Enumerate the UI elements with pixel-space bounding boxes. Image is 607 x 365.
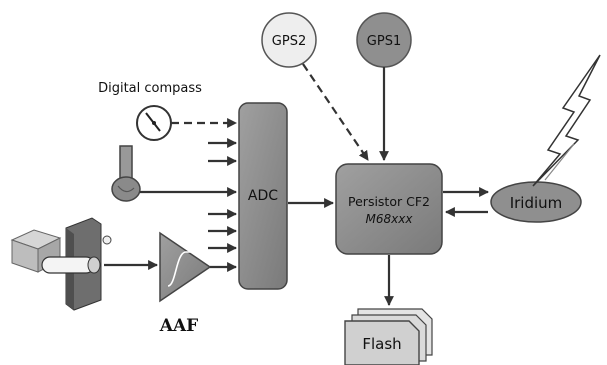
gps2-to-persistor-arrow xyxy=(302,63,369,161)
adc-label: ADC xyxy=(248,188,278,204)
connections xyxy=(104,63,489,306)
flash-memory-stack: Flash xyxy=(344,308,433,365)
flash-label: Flash xyxy=(362,335,401,353)
gps2-label: GPS2 xyxy=(272,34,306,49)
persistor-label-line2: M68xxx xyxy=(366,212,414,226)
compass-icon xyxy=(136,105,172,141)
adc-block: ADC xyxy=(238,102,288,290)
gps2-node: GPS2 xyxy=(261,12,317,68)
lightning-bolt-icon xyxy=(532,54,601,187)
gps1-node: GPS1 xyxy=(356,12,412,68)
iridium-label: Iridium xyxy=(510,194,563,212)
thermometer-sensor-icon xyxy=(111,145,141,202)
iridium-node: Iridium xyxy=(490,181,582,223)
aaf-filter-block xyxy=(159,231,212,303)
gps1-label: GPS1 xyxy=(367,34,401,49)
digital-compass-label: Digital compass xyxy=(98,81,202,96)
sensor-assembly-icon xyxy=(10,217,112,311)
persistor-cf2-block: Persistor CF2 M68xxx xyxy=(335,163,443,255)
persistor-label-line1: Persistor CF2 xyxy=(348,194,430,209)
aaf-label: AAF xyxy=(159,316,198,336)
